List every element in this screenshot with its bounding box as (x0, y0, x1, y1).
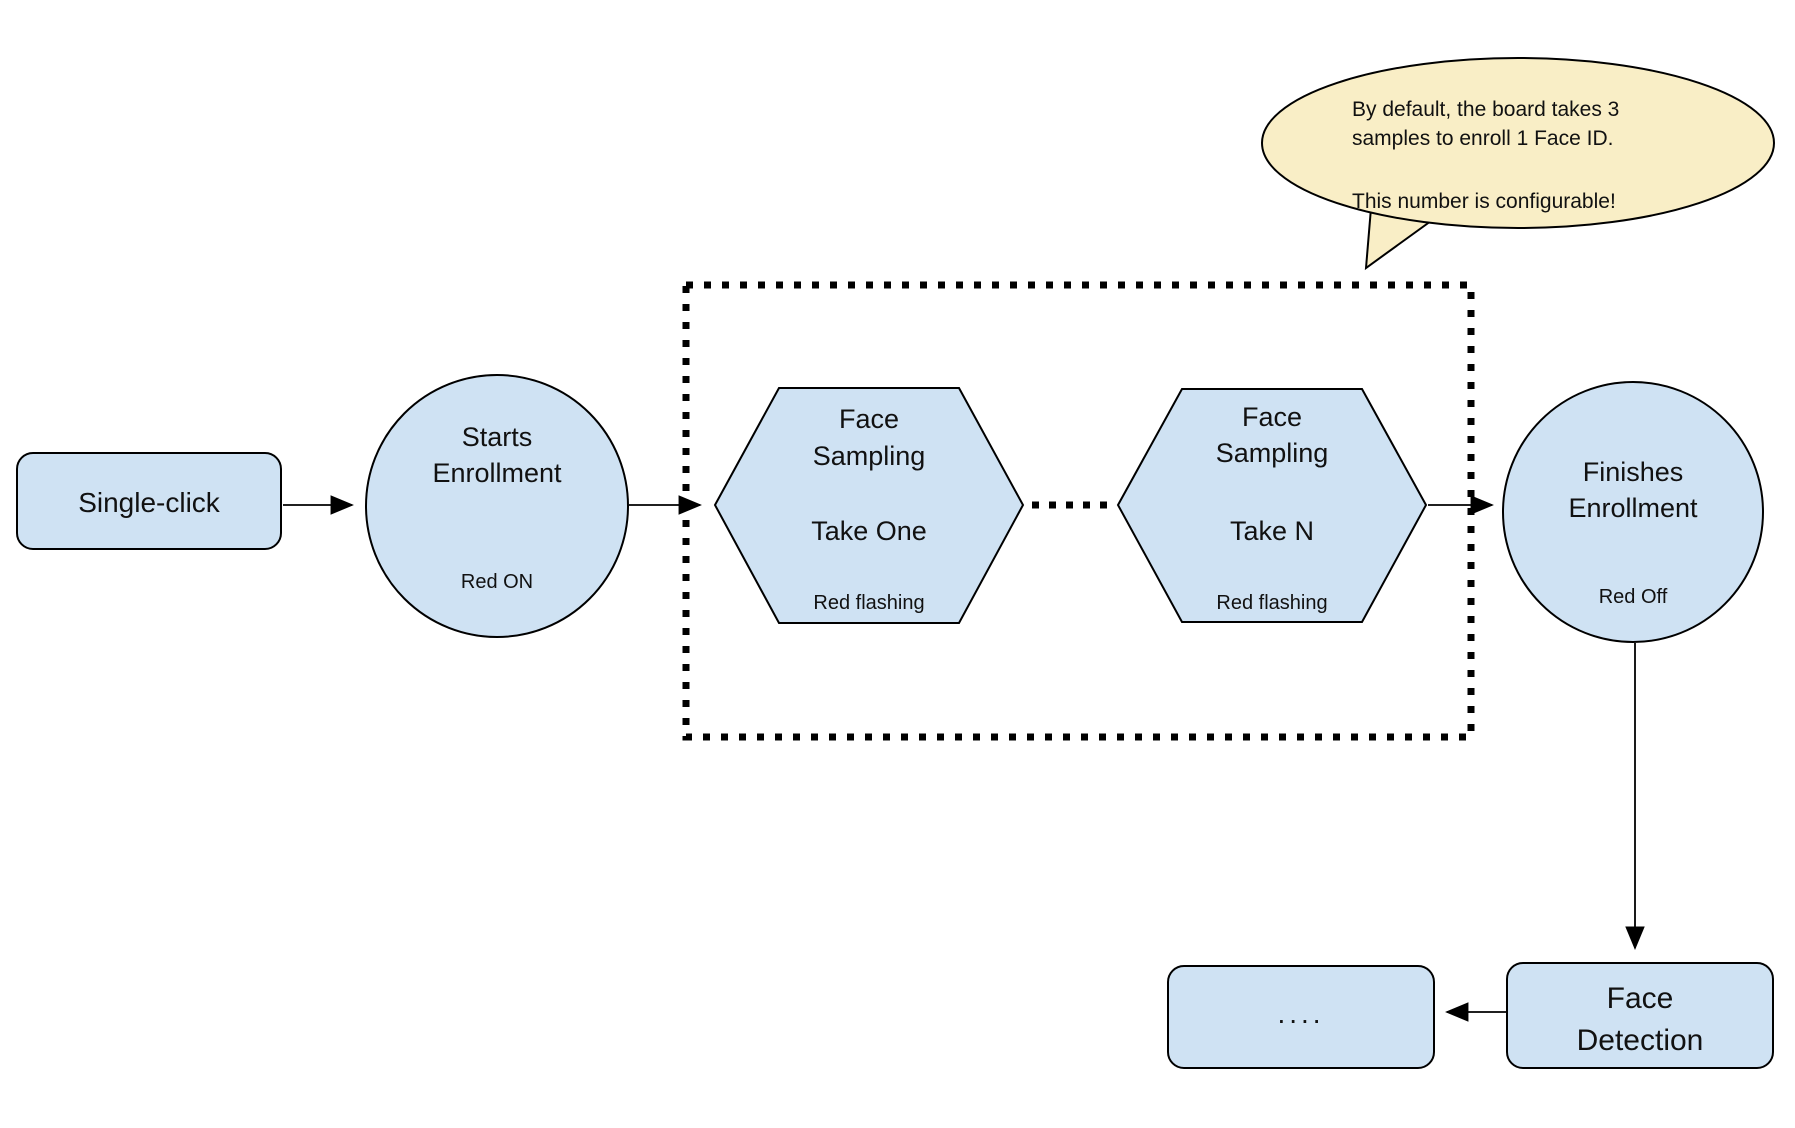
starts-enrollment-status: Red ON (461, 571, 533, 593)
face-sampling-n-node: Face Sampling Take N Red flashing (1116, 388, 1428, 623)
continuation-label: .... (1277, 998, 1324, 1029)
starts-enrollment-line2: Enrollment (432, 458, 562, 488)
face-sampling-n-line2: Sampling (1216, 438, 1329, 468)
face-sampling-n-line1: Face (1242, 402, 1302, 432)
callout-text-line2: samples to enroll 1 Face ID. (1352, 127, 1613, 150)
callout-ellipse (1261, 57, 1775, 229)
face-sampling-n-status: Red flashing (1216, 592, 1327, 614)
finishes-enrollment-node: Finishes Enrollment Red Off (1502, 381, 1764, 643)
starts-enrollment-node: Starts Enrollment Red ON (365, 374, 629, 638)
face-detection-line1: Face (1607, 982, 1674, 1015)
face-detection-line2: Detection (1577, 1024, 1704, 1057)
face-sampling-one-line2: Sampling (813, 441, 926, 471)
single-click-node: Single-click (16, 452, 282, 550)
callout-text-line3: This number is configurable! (1352, 190, 1616, 213)
face-sampling-one-status: Red flashing (813, 592, 924, 614)
face-sampling-n-line3: Take N (1230, 516, 1314, 546)
finishes-enrollment-line1: Finishes (1583, 457, 1684, 487)
continuation-node: .... (1167, 965, 1435, 1069)
face-detection-node: Face Detection (1506, 962, 1774, 1069)
single-click-label: Single-click (78, 487, 221, 518)
callout-text-line1: By default, the board takes 3 (1352, 98, 1619, 121)
finishes-enrollment-status: Red Off (1599, 586, 1668, 608)
finishes-enrollment-line2: Enrollment (1568, 493, 1698, 523)
starts-enrollment-line1: Starts (462, 422, 533, 452)
face-sampling-one-node: Face Sampling Take One Red flashing (713, 387, 1025, 624)
face-sampling-one-line1: Face (839, 404, 899, 434)
callout-bubble: By default, the board takes 3 samples to… (1261, 57, 1775, 271)
face-sampling-one-line3: Take One (811, 516, 927, 546)
